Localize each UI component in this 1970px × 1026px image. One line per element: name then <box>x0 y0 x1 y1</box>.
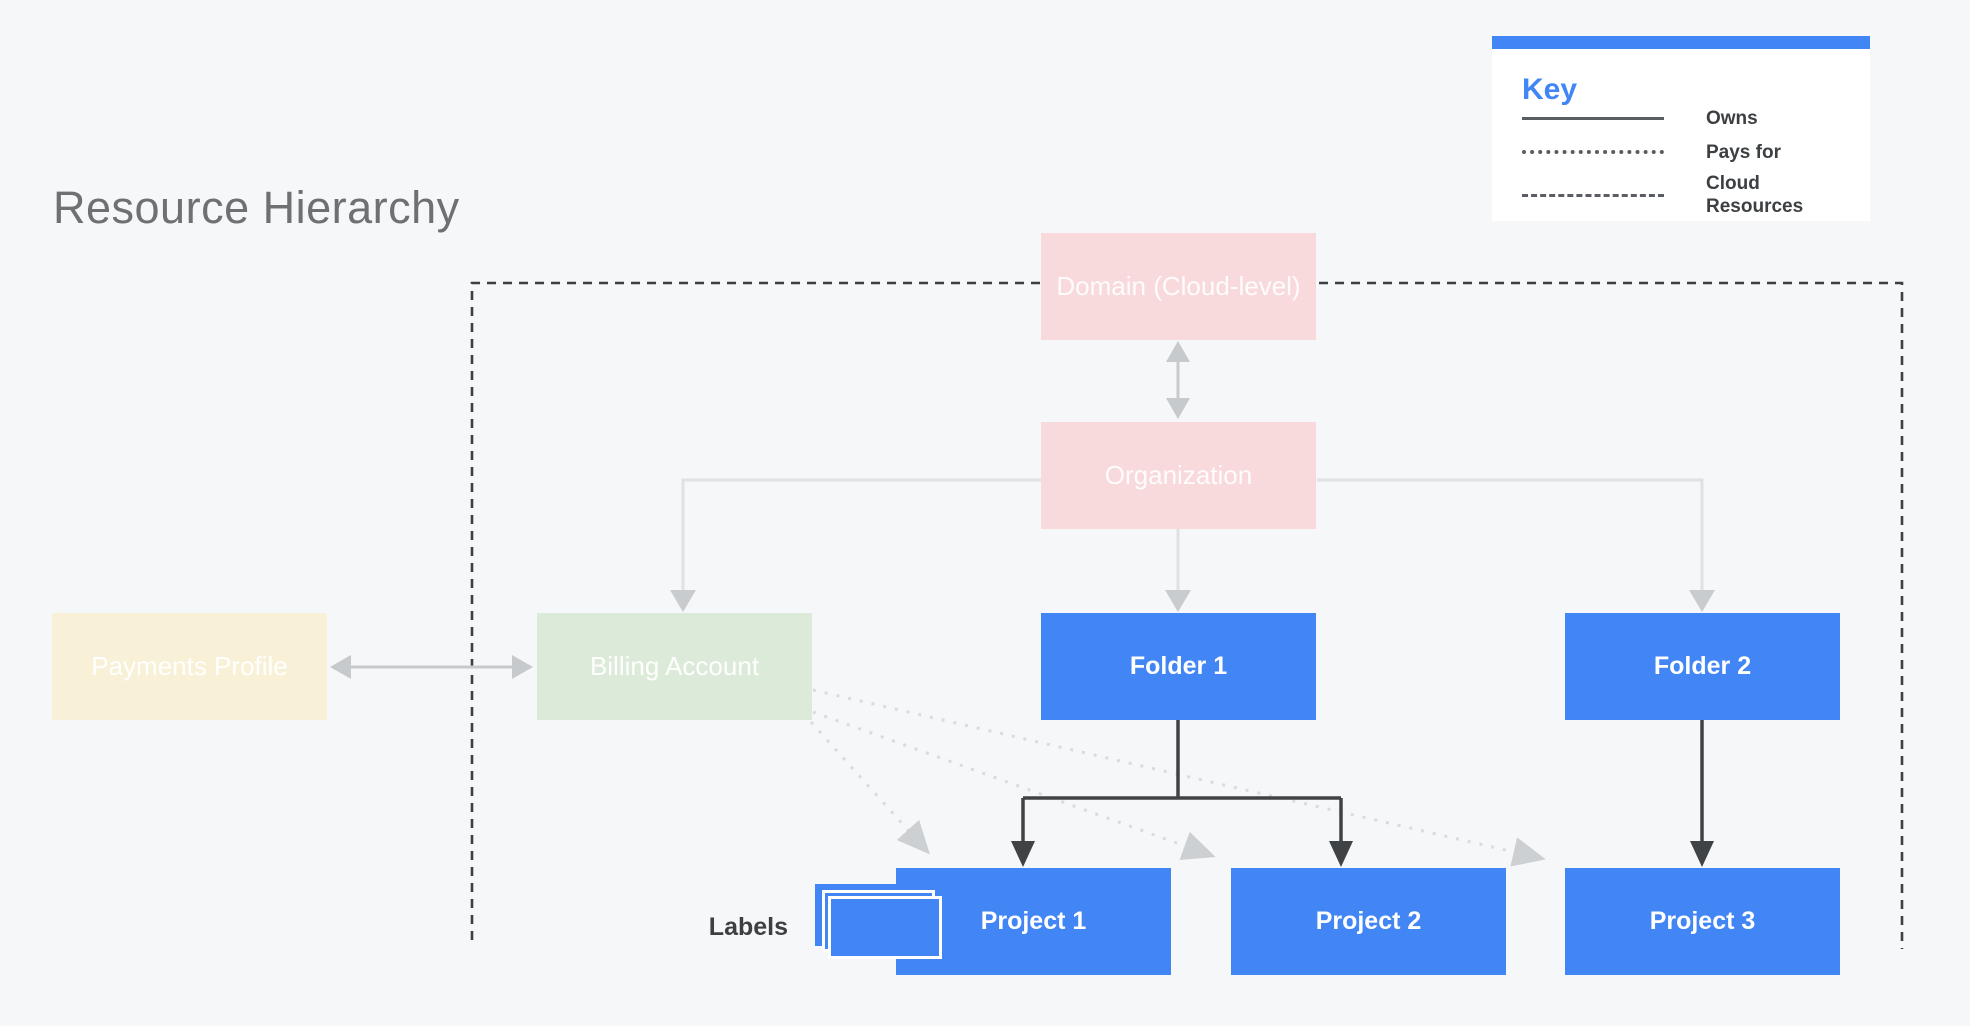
edge-folder2-project3 <box>1690 720 1714 867</box>
edge-billing-pays-project1 <box>809 720 931 855</box>
labels-caption: Labels <box>708 913 788 941</box>
node-organization: Organization <box>1041 422 1316 529</box>
edge-domain-organization <box>1166 341 1190 419</box>
dotted-line-sample <box>1522 150 1664 154</box>
dashed-line-sample <box>1522 193 1664 197</box>
node-organization-label: Organization <box>1104 460 1253 490</box>
legend-title: Key <box>1522 73 1578 106</box>
node-folder-1-label: Folder 1 <box>1129 652 1228 680</box>
solid-line-sample <box>1522 116 1664 120</box>
node-billing-account-label: Billing Account <box>589 651 760 681</box>
label-card-front <box>828 896 942 959</box>
node-project-2: Project 2 <box>1231 868 1506 975</box>
node-billing-account: Billing Account <box>537 613 812 720</box>
node-project-3-label: Project 3 <box>1649 907 1756 935</box>
legend-row-pays-for: Pays for <box>1522 135 1860 169</box>
legend-rows: Owns Pays for Cloud Resources <box>1522 101 1860 221</box>
labels-stack-icon <box>815 884 960 964</box>
legend-label-owns: Owns <box>1706 107 1758 129</box>
edge-organization-billing <box>670 478 1041 612</box>
node-project-3: Project 3 <box>1565 868 1840 975</box>
edge-organization-folder1 <box>1165 529 1191 612</box>
cloud-resources-boundary-dashed <box>470 281 1904 949</box>
node-folder-1: Folder 1 <box>1041 613 1316 720</box>
node-payments-profile-label: Payments Profile <box>91 651 288 681</box>
node-folder-2-label: Folder 2 <box>1653 652 1752 680</box>
node-project-2-label: Project 2 <box>1315 907 1422 935</box>
page-title: Resource Hierarchy <box>53 182 460 233</box>
edge-billing-pays-project2 <box>812 710 1216 860</box>
legend-label-cloud-resources: Cloud Resources <box>1706 173 1804 217</box>
node-domain: Domain (Cloud-level) <box>1041 233 1316 340</box>
legend-row-cloud-resources: Cloud Resources <box>1522 169 1860 221</box>
legend-row-owns: Owns <box>1522 101 1860 135</box>
node-domain-label: Domain (Cloud-level) <box>1056 271 1301 301</box>
legend: Key Owns Pays for Cloud Resources <box>1492 36 1870 221</box>
legend-top-bar <box>1492 36 1870 49</box>
node-project-1-label: Project 1 <box>980 907 1087 935</box>
edge-folder1-projects <box>1011 720 1353 867</box>
edge-payments-billing <box>330 655 533 679</box>
node-payments-profile: Payments Profile <box>52 613 327 720</box>
legend-label-pays-for: Pays for <box>1706 141 1781 163</box>
edge-organization-folder2 <box>1317 478 1715 612</box>
node-folder-2: Folder 2 <box>1565 613 1840 720</box>
node-project-1: Project 1 <box>896 868 1171 975</box>
legend-card: Key Owns Pays for Cloud Resources <box>1492 49 1870 221</box>
